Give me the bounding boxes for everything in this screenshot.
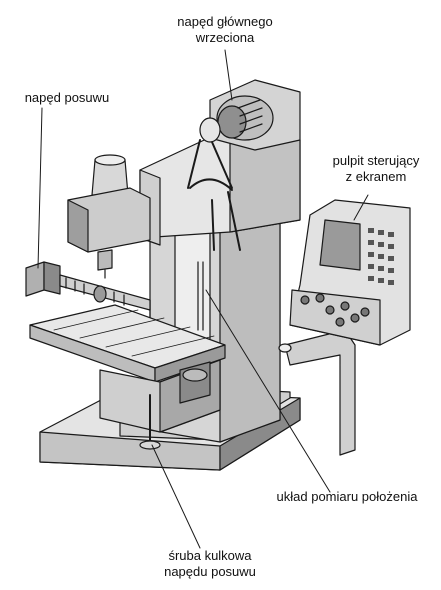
label-ball-screw-line2: napędu posuwu [164,564,256,579]
label-position-measuring: układ pomiaru położenia [276,489,418,504]
leader-position-measuring [205,289,331,493]
knee [99,359,221,450]
label-ball-screw-line1: śruba kulkowa [168,548,252,563]
label-main-spindle-drive-line1: napęd głównego [177,14,273,29]
control-panel-knobs [300,293,370,327]
label-main-spindle-drive-line2: wrzeciona [195,30,255,45]
vertical-spindle [67,154,151,279]
label-control-panel-line2: z ekranem [345,169,407,184]
drive-belts [187,139,241,251]
leader-feed-drive [37,107,43,269]
control-panel-keys [368,228,394,285]
label-main-spindle-drive: napęd głównego wrzeciona [165,14,285,46]
leader-control-panel [353,194,369,221]
label-ball-screw: śruba kulkowa napędu posuwu [150,548,270,580]
x-axis-feed-drive [25,261,151,311]
control-panel [289,199,411,346]
leader-ball-screw [151,444,201,549]
leader-lines [37,49,369,549]
worktable [29,304,226,383]
label-control-panel-line1: pulpit sterujący [332,153,420,168]
label-control-panel: pulpit sterujący z ekranem [320,153,432,185]
leader-main-spindle-drive [224,49,233,101]
spindle-motor [199,79,301,151]
label-feed-drive: napęd posuwu [24,90,110,105]
